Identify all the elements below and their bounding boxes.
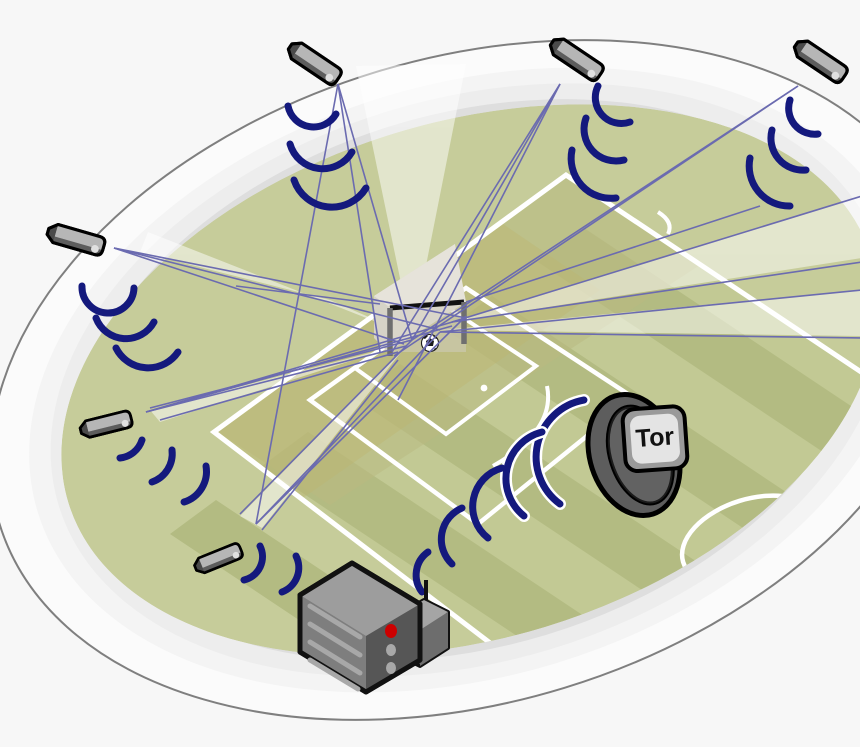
view-cone-6 — [150, 344, 404, 422]
sight-line-4b — [113, 247, 467, 319]
camera-4-wave-1 — [78, 282, 138, 317]
server-top — [300, 563, 420, 636]
signal-arc-3 — [469, 464, 506, 542]
camera-2-wave-2 — [580, 114, 628, 165]
sight-line-8b — [159, 351, 399, 421]
camera-5-wave-2 — [148, 446, 176, 486]
sight-line-7b — [451, 261, 860, 323]
sight-line-7d — [439, 331, 860, 339]
sight-line-4a — [113, 247, 441, 331]
transmitter-side — [420, 612, 448, 666]
camera-1-wave-2 — [286, 140, 356, 173]
pitch-shadow-band-2 — [215, 222, 600, 500]
watch-display-text: Tor — [635, 422, 676, 453]
radio-signal-waves — [412, 394, 590, 596]
server-vents — [307, 603, 363, 692]
led-status-1 — [386, 644, 396, 656]
view-cone-2 — [140, 232, 412, 336]
sight-line-8d — [261, 359, 399, 531]
sight-line-6b — [255, 315, 467, 525]
server-outline — [297, 560, 423, 695]
camera-1-wave-1 — [284, 102, 340, 131]
sight-line-7a — [451, 195, 860, 323]
sight-line-8c — [239, 339, 413, 515]
view-cone-1 — [356, 64, 466, 336]
signal-arc-4 — [502, 428, 546, 520]
led-status-2 — [386, 662, 396, 674]
camera-5-wave-1 — [116, 436, 146, 462]
sight-line-2a — [411, 83, 561, 341]
signal-arc-1 — [412, 548, 432, 596]
sight-line-8e — [235, 285, 381, 305]
corner-arc — [656, 210, 672, 235]
camera-3-wave-2 — [767, 126, 810, 174]
sight-line-8a — [149, 339, 413, 409]
referee-watch[interactable]: Tor — [573, 377, 713, 528]
led-active — [385, 624, 397, 638]
sight-line-8f — [465, 205, 761, 303]
camera-4-wave-2 — [92, 314, 158, 343]
sight-line-3b — [393, 85, 799, 357]
camera-2-wave-1 — [591, 82, 634, 127]
sight-line-6a — [255, 331, 441, 525]
sight-line-4c — [113, 247, 405, 345]
sight-line-1b — [337, 83, 381, 353]
camera-wave-arcs — [78, 82, 822, 596]
watch-screen — [630, 413, 680, 464]
camera-sight-lines — [113, 83, 860, 531]
camera-3-wave-3 — [745, 154, 794, 210]
control-server[interactable] — [297, 560, 450, 695]
sight-line-1c — [255, 83, 339, 525]
view-cone-5 — [240, 346, 406, 528]
penalty-spot — [480, 384, 488, 392]
camera-6-wave-1 — [240, 542, 266, 584]
sight-line-7c — [439, 289, 860, 333]
camera-2-wave-3 — [567, 146, 620, 202]
sight-line-1a — [337, 83, 413, 341]
camera-1-wave-3 — [290, 176, 370, 211]
signal-arc-5 — [532, 396, 588, 508]
camera-4-wave-3 — [112, 344, 182, 372]
signal-arc-2 — [437, 504, 466, 568]
camera-5-wave-3 — [180, 462, 210, 506]
camera-3-wave-1 — [785, 96, 822, 138]
sight-line-5c — [145, 345, 407, 413]
view-cone-4 — [440, 290, 860, 336]
camera-6-wave-2 — [278, 552, 303, 596]
sight-line-2b — [391, 83, 561, 353]
